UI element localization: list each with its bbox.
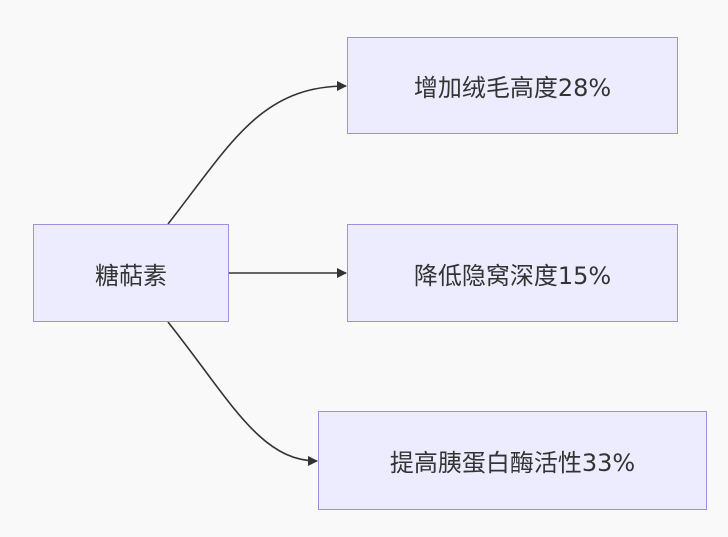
node-crypt-depth-label: 降低隐窝深度15% — [413, 261, 612, 290]
node-trypsin-activity-label: 提高胰蛋白酶活性33% — [389, 449, 636, 477]
node-villus-height-label: 增加绒毛高度28% — [413, 74, 612, 102]
node-trypsin-activity: 提高胰蛋白酶活性33% — [318, 411, 707, 510]
node-source-label: 糖萜素 — [95, 261, 167, 290]
node-villus-height: 增加绒毛高度28% — [347, 37, 678, 134]
edge-source-to-t3 — [167, 321, 318, 466]
node-source: 糖萜素 — [33, 224, 229, 322]
edge-source-to-t1 — [167, 81, 347, 225]
node-crypt-depth: 降低隐窝深度15% — [347, 224, 678, 322]
